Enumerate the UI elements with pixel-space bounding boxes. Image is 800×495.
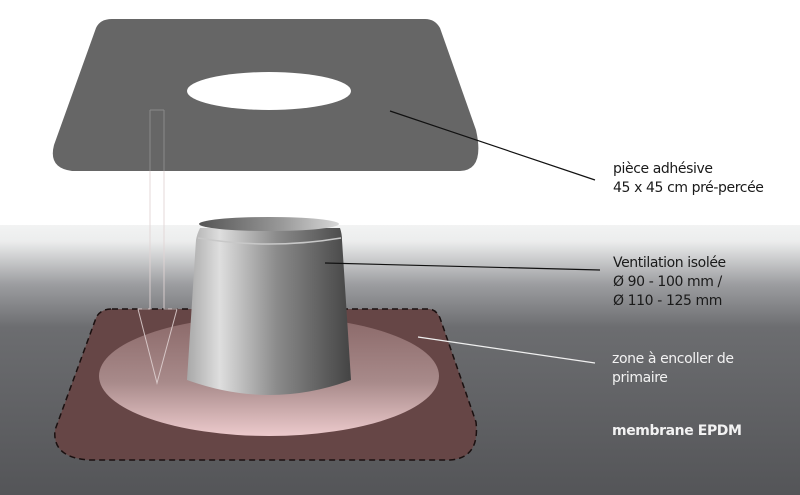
label-line: 45 x 45 cm pré-percée <box>613 180 764 196</box>
leader-pipe <box>324 262 601 271</box>
label-line: primaire <box>612 370 668 386</box>
label-line: membrane EPDM <box>612 423 742 439</box>
label-adhesive-piece: pièce adhésive 45 x 45 cm pré-percée <box>613 160 764 198</box>
label-epdm-membrane: membrane EPDM <box>612 422 742 441</box>
leader-adhesive <box>389 110 596 181</box>
label-line: zone à encoller de <box>612 351 734 367</box>
ventilation-pipe-shape <box>187 228 351 395</box>
pre-cut-hole <box>187 72 351 110</box>
label-line: pièce adhésive <box>613 161 713 177</box>
leader-primer <box>417 336 596 364</box>
label-line: Ventilation isolée <box>613 255 726 271</box>
label-line: Ø 110 - 125 mm <box>613 293 722 309</box>
label-ventilation-pipe: Ventilation isolée Ø 90 - 100 mm / Ø 110… <box>613 254 726 311</box>
label-line: Ø 90 - 100 mm / <box>613 274 722 290</box>
label-primer-zone: zone à encoller de primaire <box>612 350 734 388</box>
